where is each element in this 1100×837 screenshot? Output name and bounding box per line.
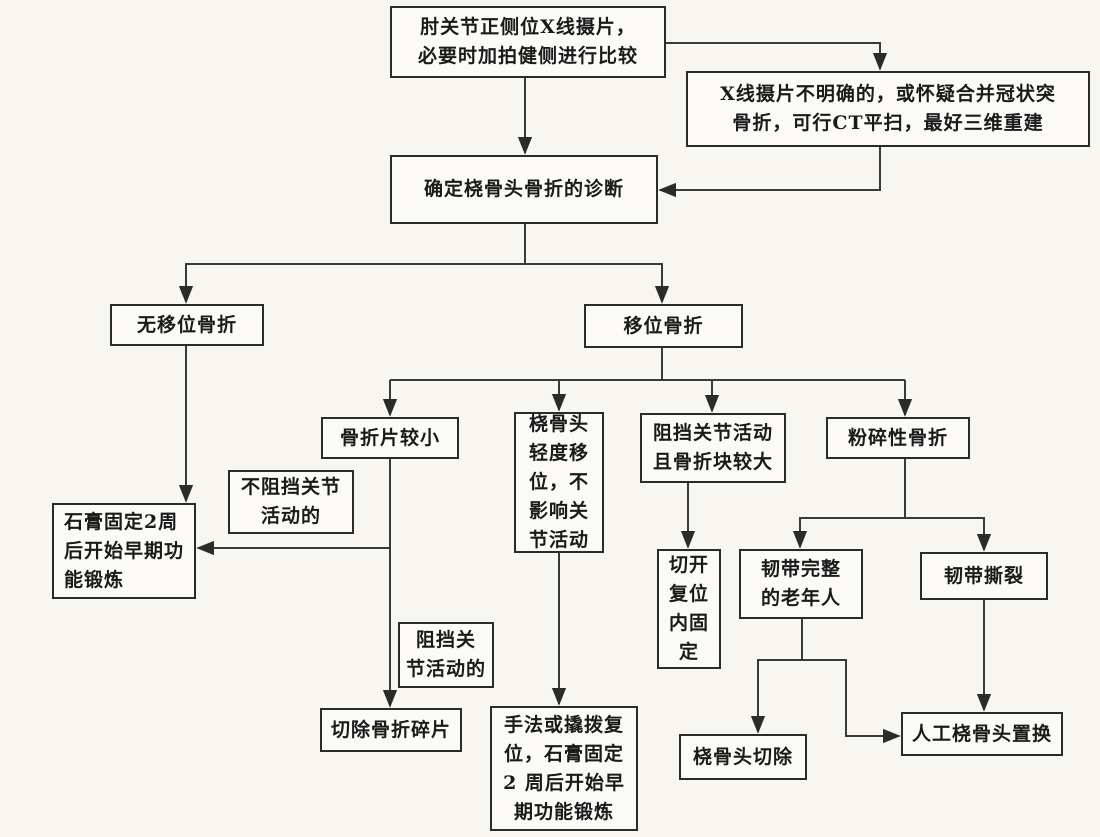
edge-intact-split [750,619,803,734]
node-ligament-torn: 韧带撕裂 [920,552,1048,600]
node-mild-displacement-text: 桡骨头 轻度移 位，不 影响关 节活动 [528,413,589,551]
node-manual-reduction: 手法或撬拨复 位，石膏固定 2 周后开始早 期功能锻炼 [490,706,638,831]
node-ligament-torn-text: 韧带撕裂 [943,564,1024,587]
node-head-excision-text: 桡骨头切除 [692,745,793,768]
node-ligament-intact: 韧带完整 的老年人 [739,549,863,619]
edge-comminuted-split [792,459,906,549]
node-manual-reduction-text: 手法或撬拨复 位，石膏固定 2 周后开始早 期功能锻炼 [503,713,625,823]
edge-comminuted-torn [905,517,992,552]
node-orif: 切开 复位 内固 定 [657,549,721,669]
edge-label-not-blocking: 不阻挡关节 活动的 [228,470,354,534]
node-cast-2w: 石膏固定2周 后开始早期功 能锻炼 [52,503,196,599]
node-ct-text: X线摄片不明确的，或怀疑合并冠状突 骨折，可行CT平扫，最好三维重建 [720,83,1056,134]
edge-label-not-blocking-text: 不阻挡关节 活动的 [240,476,341,527]
node-small-fragment-text: 骨折片较小 [339,426,440,449]
node-blocking-large: 阻挡关节活动 且骨折块较大 [640,413,786,483]
node-ct: X线摄片不明确的，或怀疑合并冠状突 骨折，可行CT平扫，最好三维重建 [686,71,1090,147]
node-xray: 肘关节正侧位X线摄片， 必要时加拍健侧进行比较 [390,6,666,78]
node-cast-2w-text: 石膏固定2周 后开始早期功 能锻炼 [63,510,184,591]
node-orif-text: 切开 复位 内固 定 [668,554,709,663]
edge-label-blocking: 阻挡关 节活动的 [398,622,494,688]
node-mild-displacement: 桡骨头 轻度移 位，不 影响关 节活动 [514,412,604,553]
node-ligament-intact-text: 韧带完整 的老年人 [760,558,841,609]
node-blocking-large-text: 阻挡关节活动 且骨折块较大 [652,422,773,473]
node-nondisplaced: 无移位骨折 [110,304,264,346]
node-comminuted-text: 粉碎性骨折 [847,426,948,449]
edge-xray-ct [666,42,888,71]
node-excise-fragment: 切除骨折碎片 [320,708,462,752]
node-displaced-text: 移位骨折 [623,314,704,337]
node-replacement: 人工桡骨头置换 [901,712,1063,756]
node-comminuted: 粉碎性骨折 [826,417,970,459]
node-excise-fragment-text: 切除骨折碎片 [330,718,451,741]
node-diagnosis-text: 确定桡骨头骨折的诊断 [423,178,624,200]
edge-split-nondisplaced [185,263,663,302]
node-nondisplaced-text: 无移位骨折 [136,313,237,336]
node-xray-text: 肘关节正侧位X线摄片， 必要时加拍健侧进行比较 [417,16,638,67]
node-head-excision: 桡骨头切除 [679,734,807,780]
edge-ct-diagnosis [658,147,881,198]
node-displaced: 移位骨折 [584,304,743,348]
node-small-fragment: 骨折片较小 [321,417,459,459]
edge-intact-to-replacement [802,659,901,744]
node-replacement-text: 人工桡骨头置换 [911,722,1052,745]
node-diagnosis: 确定桡骨头骨折的诊断 [390,155,658,224]
edge-label-blocking-text: 阻挡关 节活动的 [405,629,486,680]
